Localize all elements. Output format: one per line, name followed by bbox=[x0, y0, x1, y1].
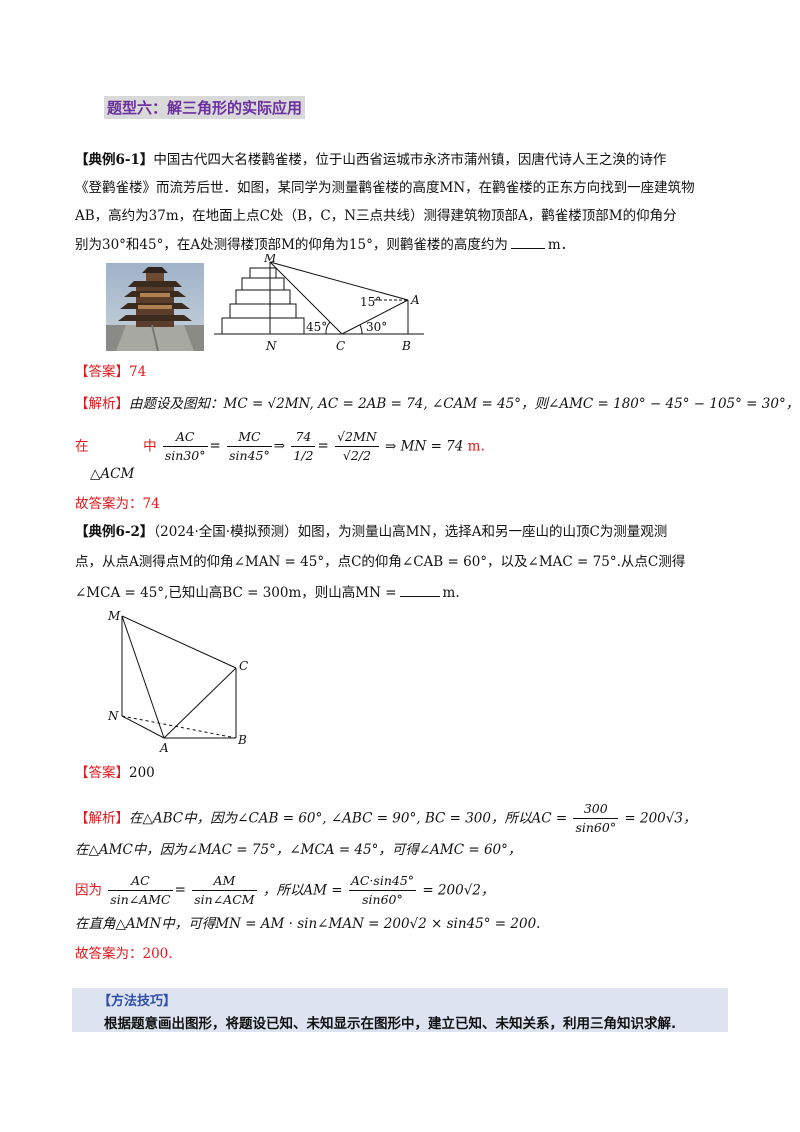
example1-line4: 别为30°和45°，在A处测得楼顶部M的仰角为15°，则鹳雀楼的高度约为 m． bbox=[75, 234, 574, 255]
example1-analysis1: 【解析】由题设及图知：MC = √2MN, AC = 2AB = 74, ∠CA… bbox=[75, 394, 799, 414]
analysis-a3-mid: ，所以AM = bbox=[262, 882, 343, 899]
example2-line3: ∠MCA = 45°,已知山高BC = 300m，则山高MN = m. bbox=[75, 582, 460, 603]
label-B: B bbox=[401, 339, 411, 353]
analysis-a1-end: = 200√3， bbox=[624, 810, 697, 827]
example2-diagram: M C N A B bbox=[107, 609, 248, 754]
method-tips-box bbox=[72, 988, 728, 1032]
analysis-a3-pre: 因为 bbox=[75, 882, 102, 899]
example1-line1: 【典例6-1】中国古代四大名楼鹳雀楼，位于山西省运城市永济市蒲州镇，因唐代诗人王… bbox=[75, 150, 666, 170]
answer-tag: 【答案】 bbox=[75, 364, 129, 380]
label-C: C bbox=[336, 339, 345, 353]
example2-text3b: m. bbox=[442, 585, 460, 601]
analysis-tag-2: 【解析】 bbox=[75, 810, 129, 827]
segment-AC bbox=[163, 667, 237, 739]
label-N: N bbox=[265, 339, 277, 353]
example2-line1: 【典例6-2】（2024·全国·模拟预测）如图，为测量山高MN，选择A和另一座山… bbox=[75, 522, 667, 542]
segment-CA bbox=[341, 299, 409, 335]
answer-value-2: 200 bbox=[129, 765, 155, 781]
segment-MA bbox=[121, 615, 165, 739]
tower-step-5 bbox=[249, 267, 277, 279]
analysis-text1: 由题设及图知：MC = √2MN, AC = 2AB = 74, ∠CAM = … bbox=[129, 396, 800, 412]
analysis2-end: ⇒ MN = 74 bbox=[385, 438, 464, 455]
analysis-tag: 【解析】 bbox=[75, 396, 129, 412]
label-M: M bbox=[107, 609, 121, 623]
example1-diagram: M A N C B 15° 45° 30° bbox=[214, 254, 424, 353]
tower-step-4 bbox=[241, 277, 285, 291]
example2-analysis4: 在直角△AMN中，可得MN = AM · sin∠MAN = 200√2 × s… bbox=[75, 916, 541, 932]
segment-MA bbox=[269, 261, 409, 301]
method-tips-title: 【方法技巧】 bbox=[98, 994, 177, 1009]
segment-MC bbox=[121, 615, 237, 669]
analysis2-triangle: △ACM bbox=[90, 466, 135, 482]
section-heading: 题型六：解三角形的实际应用 bbox=[104, 96, 306, 119]
method-tips-text: 根据题意画出图形，将题设已知、未知显示在图形中，建立已知、未知关系，利用三角知识… bbox=[104, 1016, 677, 1032]
segment-NA bbox=[121, 715, 165, 739]
tower-photo bbox=[106, 263, 204, 351]
example1-text1: 中国古代四大名楼鹳雀楼，位于山西省运城市永济市蒲州镇，因唐代诗人王之涣的诗作 bbox=[153, 152, 667, 168]
label-angle-15: 15° bbox=[360, 295, 381, 309]
example2-tag: 【典例6-2】 bbox=[75, 524, 154, 540]
label-C: C bbox=[239, 659, 248, 673]
tower-step-1 bbox=[221, 317, 305, 335]
segment-NB-dashed bbox=[121, 715, 237, 739]
example2-answer: 【答案】200 bbox=[75, 763, 155, 783]
analysis2-mid: 中 bbox=[143, 438, 157, 455]
answer-value: 74 bbox=[129, 364, 147, 380]
example1-line3: AB，高约为37m，在地面上点C处（B，C，N三点共线）测得建筑物顶部A，鹳雀楼… bbox=[75, 208, 677, 224]
analysis2-pre: 在 bbox=[75, 438, 89, 455]
example1-final: 故答案为：74 bbox=[75, 496, 160, 512]
example2-final: 故答案为：200. bbox=[75, 946, 173, 962]
analysis-a3-end: = 200√2， bbox=[422, 882, 495, 899]
answer-blank-2 bbox=[399, 582, 440, 597]
example2-line2: 点，从点A测得点M的仰角∠MAN = 45°，点C的仰角∠CAB = 60°，以… bbox=[75, 554, 686, 570]
example2-text3a: ∠MCA = 45°,已知山高BC = 300m，则山高MN = bbox=[75, 585, 397, 601]
analysis-a1-pre: 在△ABC中，因为∠CAB = 60°, ∠ABC = 90°, BC = 30… bbox=[129, 810, 568, 827]
fraction-root2MN: √2MN√2/2 bbox=[335, 429, 379, 463]
example1-tag: 【典例6-1】 bbox=[75, 152, 154, 168]
label-A: A bbox=[410, 293, 420, 307]
label-B: B bbox=[237, 733, 247, 747]
label-M: M bbox=[263, 254, 277, 265]
answer-blank bbox=[510, 234, 545, 249]
example1-text4b: m． bbox=[547, 237, 575, 253]
fraction-ACsin45-sin60: AC·sin45°sin60° bbox=[348, 873, 417, 907]
example1-text4a: 别为30°和45°，在A处测得楼顶部M的仰角为15°，则鹳雀楼的高度约为 bbox=[75, 237, 508, 253]
arc-30 bbox=[359, 324, 363, 335]
example2-analysis1: 【解析】在△ABC中，因为∠CAB = 60°, ∠ABC = 90°, BC … bbox=[75, 800, 696, 837]
tower-step-2 bbox=[229, 303, 297, 319]
example1-answer: 【答案】74 bbox=[75, 362, 146, 382]
label-N: N bbox=[107, 709, 119, 723]
answer-tag-2: 【答案】 bbox=[75, 765, 129, 781]
label-A: A bbox=[159, 741, 169, 754]
example2-analysis2: 在△AMC中，因为∠MAC = 75°，∠MCA = 45°，可得∠AMC = … bbox=[75, 842, 522, 858]
example2-text1: （2024·全国·模拟预测）如图，为测量山高MN，选择A和另一座山的山顶C为测量… bbox=[153, 524, 668, 540]
label-angle-45: 45° bbox=[306, 320, 327, 334]
example1-line2: 《登鹳雀楼》而流芳后世．如图，某同学为测量鹳雀楼的高度MN，在鹳雀楼的正东方向找… bbox=[75, 180, 695, 196]
label-angle-30: 30° bbox=[366, 320, 387, 334]
arc-45 bbox=[325, 321, 331, 335]
tower-step-3 bbox=[235, 289, 291, 305]
analysis2-unit: m. bbox=[467, 438, 485, 455]
